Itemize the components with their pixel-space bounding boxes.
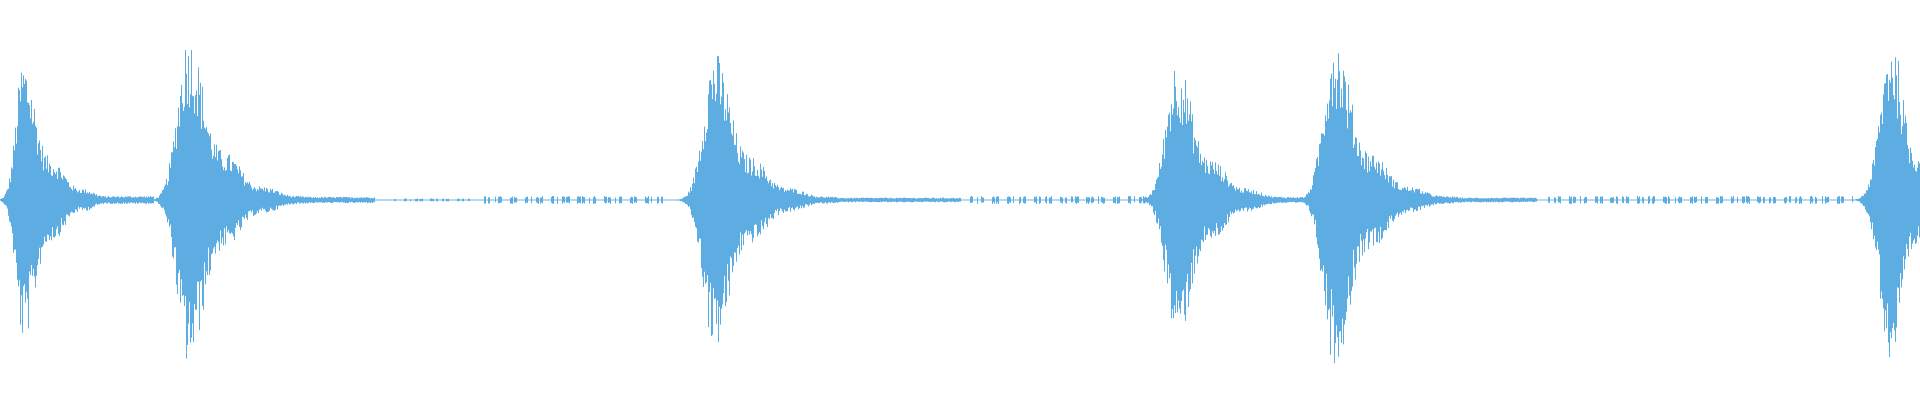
waveform-bars [0,49,1920,364]
